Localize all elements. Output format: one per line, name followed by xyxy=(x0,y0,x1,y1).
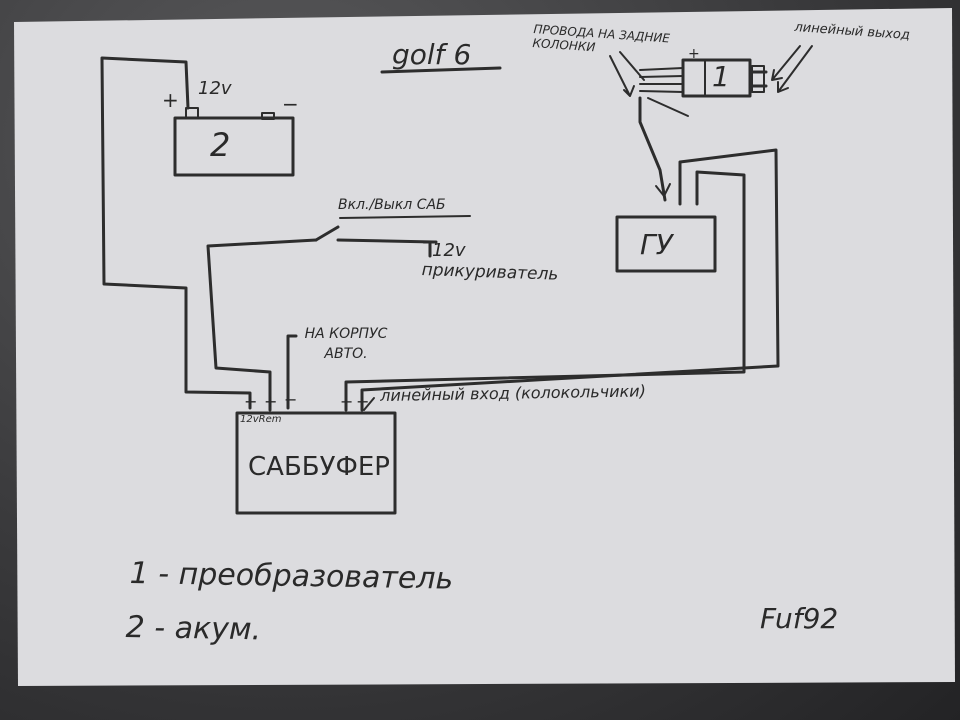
head-unit-box xyxy=(615,215,717,273)
converter-box xyxy=(681,58,752,98)
wire-line-in-1 xyxy=(344,170,746,412)
converter-output-box xyxy=(751,65,765,93)
sub-terminal-2: + xyxy=(264,392,278,411)
converter-plus-sign: + xyxy=(688,46,700,62)
arrow-line-out-2 xyxy=(777,45,813,93)
lighter-terminal xyxy=(422,240,438,258)
arrow-rear-speakers xyxy=(609,55,635,97)
arrow-switch-label xyxy=(339,215,471,219)
switch-lever xyxy=(314,225,340,242)
ground-label: НА КОРПУС АВТО. xyxy=(304,326,388,362)
battery-minus-sign: − xyxy=(282,92,299,116)
converter-label: 1 xyxy=(712,60,730,93)
wire-to-lighter xyxy=(336,238,436,244)
wire-ground xyxy=(286,334,298,410)
battery-box xyxy=(173,116,295,177)
sub-terminal-3: − xyxy=(284,390,298,409)
wire-converter-to-head-unit-2 xyxy=(647,97,689,117)
subwoofer-terminal-label: 12vRem xyxy=(240,414,282,425)
sub-terminal-5: + xyxy=(356,392,370,411)
legend-item-2: 2 - акум. xyxy=(125,610,262,648)
paper-background xyxy=(14,8,955,686)
wire-speaker-inputs xyxy=(639,67,684,93)
lighter-voltage: 12v xyxy=(432,240,466,261)
wire-battery-power xyxy=(100,56,252,410)
wire-remote xyxy=(206,238,318,412)
subwoofer-box xyxy=(235,411,397,515)
battery-plus-sign: + xyxy=(162,88,179,112)
switch-label: Вкл./Выкл САБ xyxy=(338,197,446,213)
arrow-head-unit xyxy=(655,183,671,197)
battery-plus-terminal xyxy=(185,107,199,119)
wire-line-in-2 xyxy=(360,148,780,412)
signature: Fuf92 xyxy=(760,602,839,635)
title-underline xyxy=(380,66,502,74)
arrow-line-in xyxy=(363,397,375,411)
battery-voltage: 12v xyxy=(198,78,232,99)
arrow-rear-speakers-2 xyxy=(619,51,645,81)
page-title: golf 6 xyxy=(392,38,472,71)
head-unit-label: ГУ xyxy=(640,228,673,261)
sub-terminal-1: + xyxy=(244,392,258,411)
wire-converter-to-head-unit xyxy=(638,96,667,202)
battery-label: 2 xyxy=(210,126,231,164)
legend-item-1: 1 - преобразователь xyxy=(129,556,454,597)
battery-minus-terminal xyxy=(261,112,275,120)
arrow-line-out-1 xyxy=(771,45,801,81)
subwoofer-label: САББУФЕР xyxy=(248,452,390,482)
sub-terminal-4: − xyxy=(340,392,354,411)
